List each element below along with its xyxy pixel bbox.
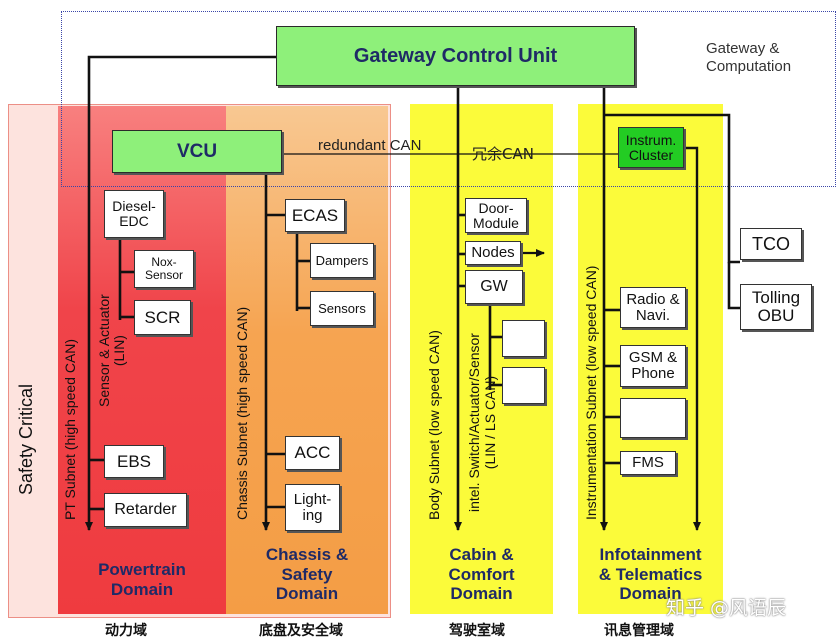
dampers-node: Dampers [310,243,374,278]
powertrain-domain-cn: 动力域 [105,623,147,639]
gw-node: GW [465,270,523,304]
intel-switch-label: intel. Switch/Actuator/Sensor (LIN / LS … [466,333,499,512]
redundant-can-cn-label: 冗余CAN [472,145,534,163]
tolling-obu-node: Tolling OBU [740,284,812,330]
body-subnet-label: Body Subnet (low speed CAN) [426,330,442,520]
instrum-cluster-node: Instrum. Cluster [618,127,684,168]
gsm-phone-node: GSM & Phone [620,345,686,387]
fms-node: FMS [620,451,676,475]
instrumentation-subnet-label: Instrumentation Subnet (low speed CAN) [583,265,599,520]
cabin-empty-node-2 [502,367,545,404]
sensor-actuator-label: Sensor & Actuator (LIN) [96,294,128,407]
acc-node: ACC [285,436,340,470]
sensors-node: Sensors [310,291,374,326]
ebs-node: EBS [104,445,164,478]
infotainment-domain-cn: 讯息管理域 [604,623,674,639]
pt-subnet-label: PT Subnet (high speed CAN) [62,338,78,520]
cabin-domain-cn: 驾驶室域 [449,623,505,639]
cabin-domain-title: Cabin & Comfort Domain [448,545,515,604]
gateway-computation-region [61,11,836,187]
chassis-domain-title: Chassis & Safety Domain [265,545,349,604]
infotainment-domain-title: Infotainment & Telematics Domain [598,545,703,604]
radio-navi-node: Radio & Navi. [620,287,686,328]
infotainment-empty-node [620,398,686,438]
retarder-node: Retarder [104,493,187,527]
nox-sensor-node: Nox- Sensor [134,250,194,288]
gateway-control-unit: Gateway Control Unit [276,26,635,86]
cabin-empty-node-1 [502,320,545,357]
cabin-domain-zone [410,104,553,614]
diesel-edc-node: Diesel- EDC [104,190,164,238]
gateway-computation-label: Gateway & Computation [706,40,792,75]
vcu-box: VCU [112,130,282,173]
ecas-node: ECAS [285,199,345,232]
chassis-domain-cn: 底盘及安全域 [259,623,343,639]
lighting-node: Light- ing [285,484,340,531]
door-module-node: Door- Module [465,198,527,233]
tco-node: TCO [740,228,802,260]
powertrain-domain-title: Powertrain Domain [98,560,186,599]
chassis-subnet-label: Chassis Subnet (high speed CAN) [234,306,250,520]
watermark: 知乎 @风语辰 [666,597,787,619]
redundant-can-label: redundant CAN [318,137,422,154]
nodes-node: Nodes [465,241,521,265]
safety-critical-label: Safety Critical [16,383,36,495]
scr-node: SCR [134,300,191,335]
